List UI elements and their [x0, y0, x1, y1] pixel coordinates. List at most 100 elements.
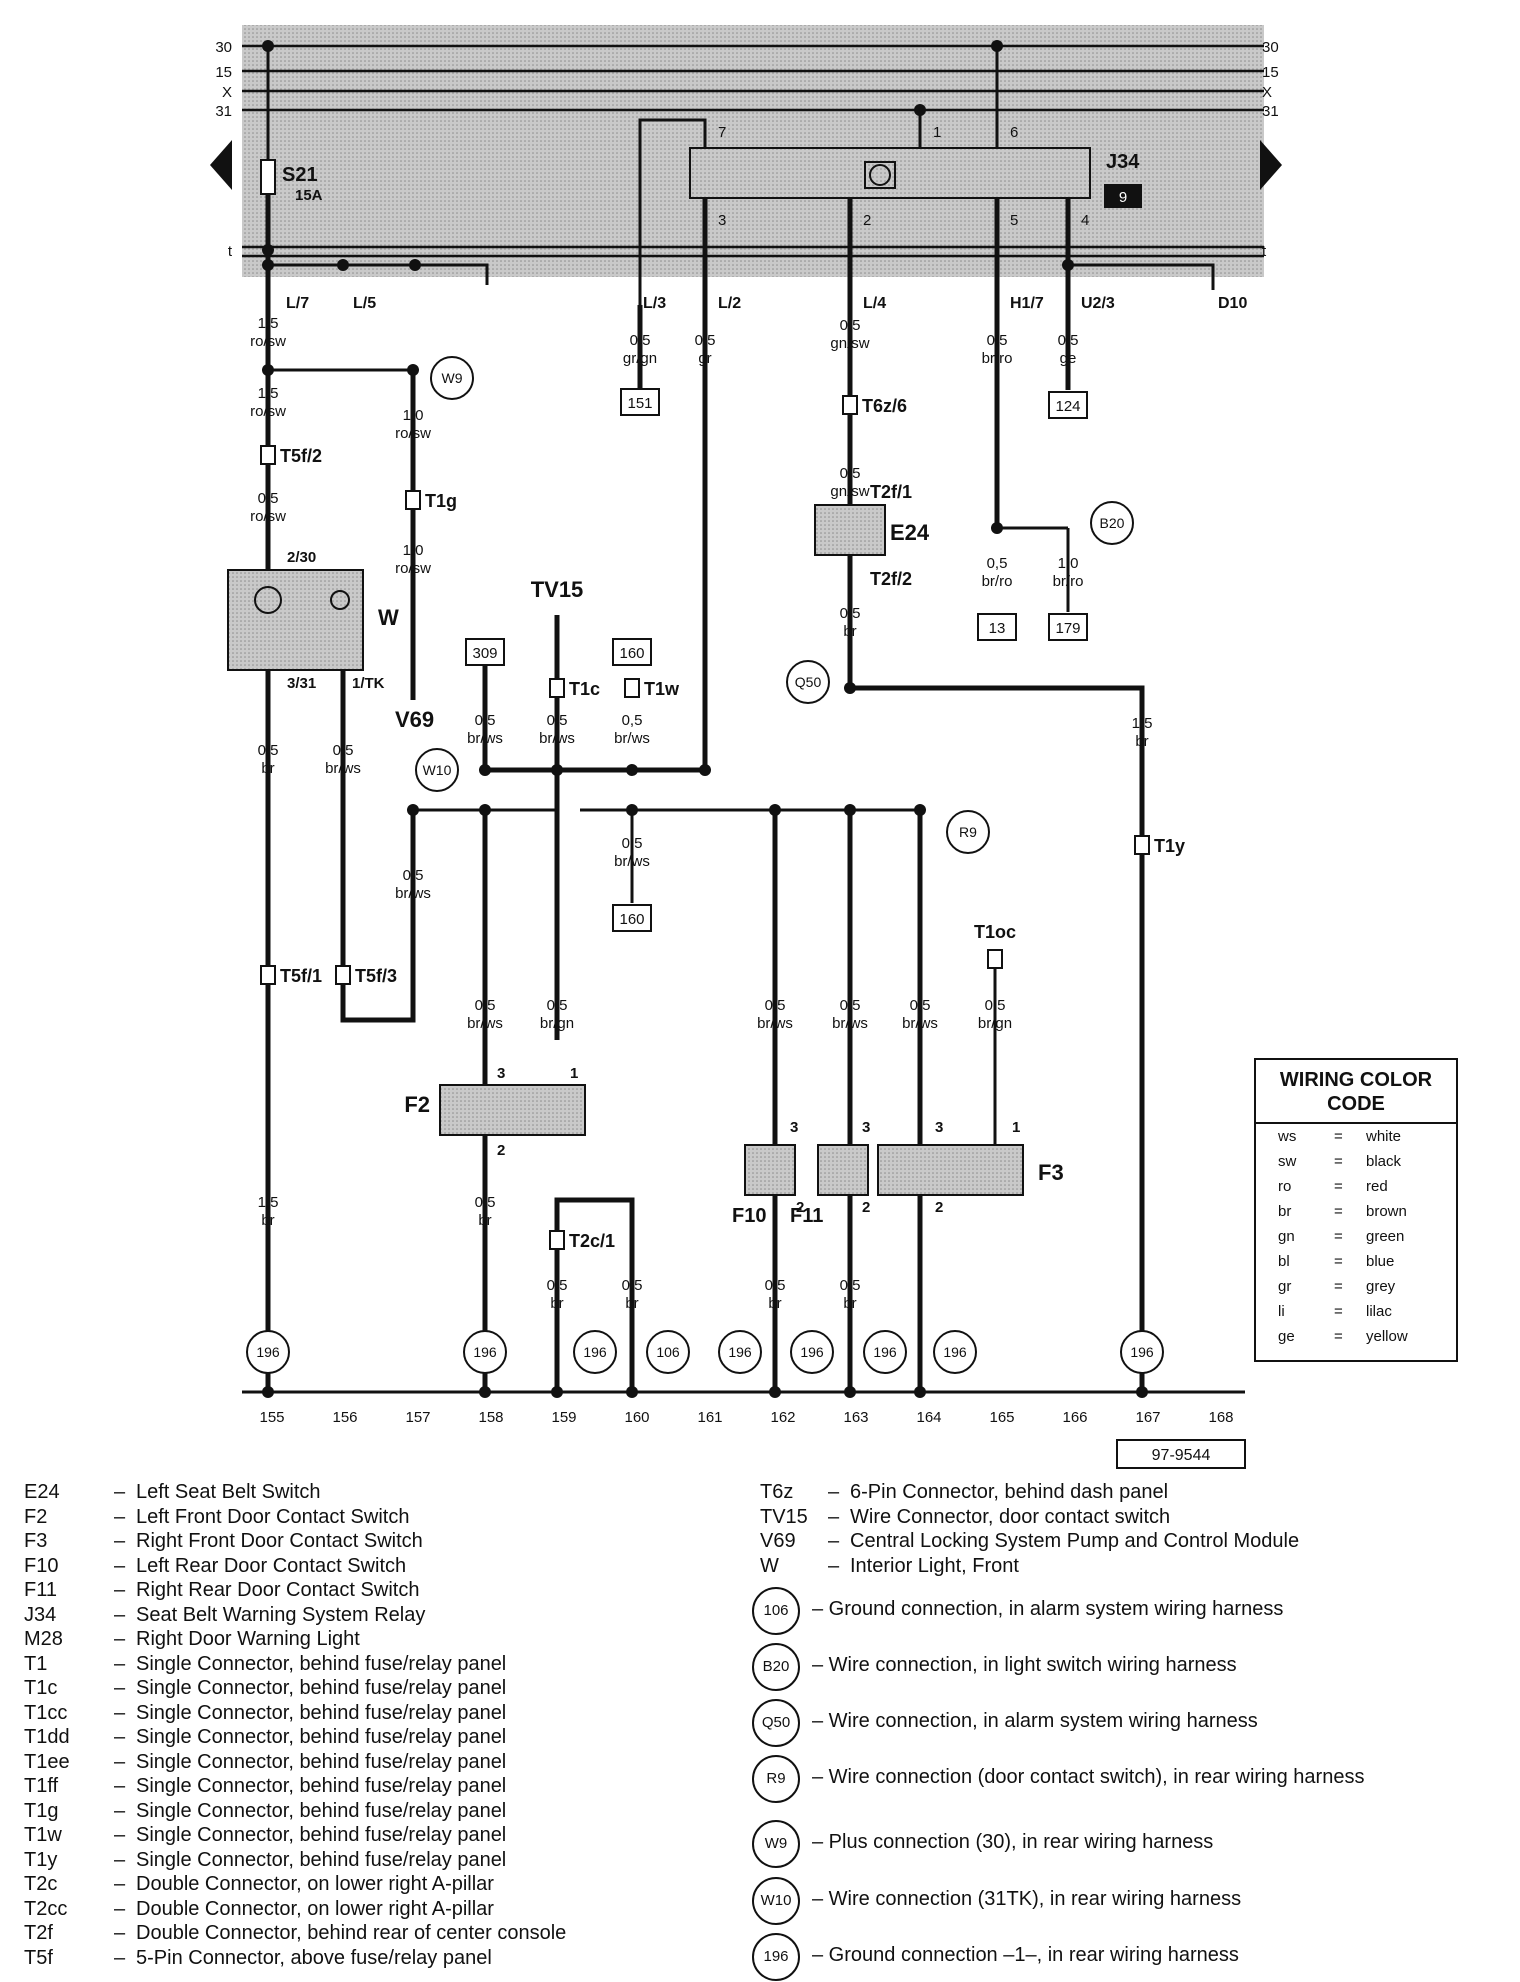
color-code-name: brown	[1366, 1203, 1407, 1220]
legend-code: T1ff	[24, 1775, 59, 1797]
legend-desc: Left Front Door Contact Switch	[136, 1505, 410, 1528]
wire-label-color: br	[843, 1295, 856, 1312]
component-label-f3: F3	[1038, 1160, 1064, 1185]
color-code-eq: =	[1334, 1328, 1343, 1345]
relay-pin-label: 4	[1081, 212, 1089, 229]
legend-row: T2c–Double Connector, on lower right A-p…	[24, 1872, 494, 1896]
wire-label-size: 0,5	[622, 712, 643, 729]
legend-code: F10	[24, 1554, 59, 1577]
junction-dot	[479, 764, 491, 776]
legend-symbol-row: R9– Wire connection (door contact switch…	[752, 1755, 1452, 1803]
wire-label-size: 0,5	[840, 1277, 861, 1294]
color-code-row: gr=grey	[1256, 1274, 1456, 1299]
legend-dash: –	[114, 1726, 126, 1748]
box-ref-124	[1048, 391, 1088, 419]
box-ref-179	[1048, 613, 1088, 641]
pin-label: 2	[862, 1199, 870, 1216]
wire-label-color: br/ro	[982, 573, 1013, 590]
legend-row: M28–Right Door Warning Light	[24, 1627, 360, 1651]
legend-symbol-circle: W9	[752, 1820, 800, 1868]
color-code-abbr: gn	[1278, 1228, 1295, 1245]
junction-dot	[844, 1386, 856, 1398]
wire-label-size: 0,5	[985, 997, 1006, 1014]
wire-label-size: 0,5	[258, 490, 279, 507]
junction-dot	[626, 1386, 638, 1398]
color-code-name: blue	[1366, 1253, 1395, 1270]
circle-ref-196-label: 196	[873, 1344, 897, 1360]
legend-symbol-desc: – Ground connection, in alarm system wir…	[812, 1598, 1284, 1620]
junction-dot	[1062, 259, 1074, 271]
color-code-eq: =	[1334, 1153, 1343, 1170]
pin-label: 1	[1012, 1119, 1020, 1136]
legend-code: T1cc	[24, 1701, 68, 1724]
junction-dot	[844, 804, 856, 816]
relay-coil-symbol-icon	[254, 586, 282, 614]
wire-label-color: ro/sw	[250, 508, 286, 525]
legend-code: T1ee	[24, 1750, 70, 1773]
component-label-f10: F10	[732, 1205, 766, 1227]
wire-label-color: br/ws	[614, 853, 650, 870]
relay-pin-label: 3	[718, 212, 726, 229]
wire-label-color: br	[478, 1212, 491, 1229]
ref-number-label: 97-9544	[1152, 1447, 1211, 1464]
legend-dash: –	[114, 1701, 126, 1724]
color-code-abbr: br	[1278, 1203, 1292, 1220]
legend-code: T1g	[24, 1799, 59, 1822]
wire-label-size: 0,5	[547, 997, 568, 1014]
harness-label: D10	[1218, 295, 1247, 312]
legend-dash: –	[114, 1579, 126, 1601]
legend-row: F3–Right Front Door Contact Switch	[24, 1529, 423, 1553]
legend-desc: Left Rear Door Contact Switch	[136, 1554, 407, 1577]
wire-label-size: 0,5	[765, 1277, 786, 1294]
wire-label-size: 0,5	[622, 1277, 643, 1294]
wire-label-size: 1,5	[1132, 715, 1153, 732]
wire-label-size: 0,5	[987, 332, 1008, 349]
harness-label: L/4	[863, 295, 886, 312]
circle-ref-196	[790, 1330, 834, 1374]
circle-ref-b20-label: B20	[1100, 515, 1125, 531]
wire-label-size: 0,5	[333, 742, 354, 759]
legend-code: T1dd	[24, 1726, 70, 1748]
wire-label-color: br/ro	[982, 350, 1013, 367]
track-number: 156	[332, 1409, 357, 1426]
legend-code: F3	[24, 1530, 48, 1552]
fuse-rating-label: 15A	[295, 187, 323, 204]
junction-dot	[914, 804, 926, 816]
track-number: 164	[916, 1409, 941, 1426]
wire-d10	[1068, 263, 1215, 290]
bus-label-right: X	[1262, 84, 1272, 101]
relay-pin-label: 2	[863, 212, 871, 229]
color-code-eq: =	[1334, 1253, 1343, 1270]
legend-row: W–Interior Light, Front	[760, 1554, 1019, 1578]
legend-dash: –	[114, 1505, 126, 1528]
color-code-row: ge=yellow	[1256, 1324, 1456, 1349]
wire-label-color: br/gn	[978, 1015, 1012, 1032]
color-code-eq: =	[1334, 1128, 1343, 1145]
legend-code: E24	[24, 1481, 60, 1503]
circle-ref-q50-label: Q50	[795, 674, 822, 690]
next-page-arrow-icon	[1260, 140, 1282, 190]
legend-symbol-desc: – Wire connection, in alarm system wirin…	[812, 1710, 1258, 1732]
harness-label: H1/7	[1010, 295, 1044, 312]
wire-label-color: br/ws	[467, 730, 503, 747]
bus-label-left: 15	[215, 64, 232, 81]
legend-symbol-row: 106– Ground connection, in alarm system …	[752, 1587, 1452, 1635]
color-code-eq: =	[1334, 1303, 1343, 1320]
junction-dot	[407, 364, 419, 376]
junction-dot	[551, 1386, 563, 1398]
legend-desc: Right Rear Door Contact Switch	[136, 1579, 420, 1601]
legend-row: T2cc–Double Connector, on lower right A-…	[24, 1897, 494, 1921]
legend-code: V69	[760, 1530, 796, 1552]
box-ref-160	[612, 904, 652, 932]
relay-pin-label: 5	[1010, 212, 1018, 229]
wire-label-size: 1,5	[258, 385, 279, 402]
legend-symbol-desc: – Wire connection (door contact switch),…	[812, 1766, 1365, 1788]
bus-label-right: 31	[1262, 103, 1279, 120]
wire-label-color: gn/sw	[830, 483, 869, 500]
wire-label-size: 0,5	[840, 605, 861, 622]
harness-label: L/2	[718, 295, 741, 312]
wire-track-156	[340, 670, 416, 1023]
wire-label-size: 0,5	[475, 1194, 496, 1211]
legend-symbol-row: W9– Plus connection (30), in rear wiring…	[752, 1820, 1452, 1868]
wire-label-size: 0,5	[622, 835, 643, 852]
